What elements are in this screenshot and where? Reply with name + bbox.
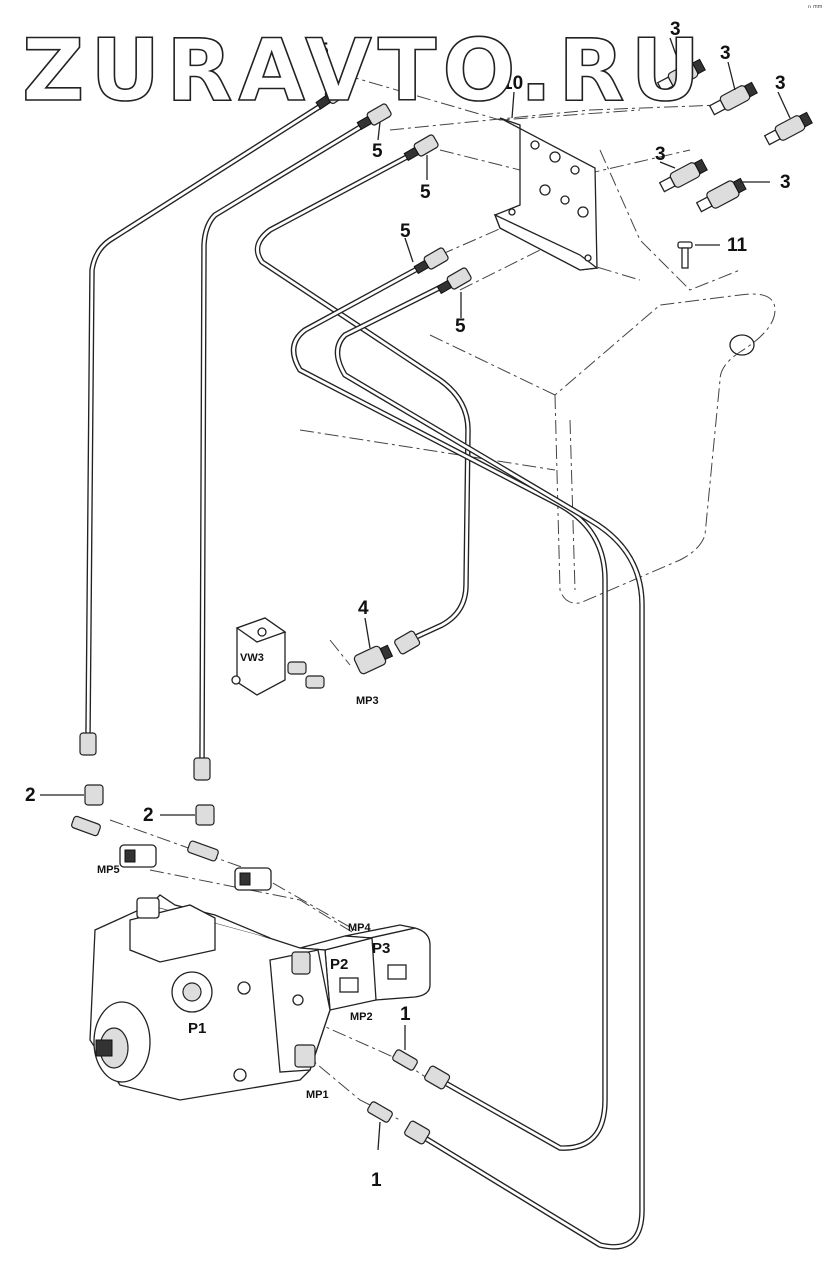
callout-5e: 5 bbox=[455, 316, 466, 337]
center-lines bbox=[109, 74, 741, 1121]
callout-5d: 5 bbox=[400, 221, 411, 242]
callout-5b: 5 bbox=[372, 141, 383, 162]
callout-numbers: 5 5 5 5 5 10 3 3 3 3 3 11 4 2 2 1 1 bbox=[25, 19, 791, 1191]
hose-end-left-b bbox=[193, 757, 211, 781]
hose-end-mp2 bbox=[424, 1065, 451, 1090]
hose-end-mp1 bbox=[404, 1120, 431, 1145]
label-mp4: MP4 bbox=[348, 922, 372, 934]
test-fitting-1a bbox=[392, 1049, 418, 1071]
hose-lines bbox=[85, 97, 645, 1250]
label-mp2: MP2 bbox=[350, 1011, 373, 1023]
hose-end-fittings bbox=[79, 81, 472, 1145]
bolt-11 bbox=[677, 241, 693, 269]
label-p3: P3 bbox=[372, 940, 390, 957]
bulkhead-bracket-10 bbox=[493, 117, 599, 271]
label-vw3: VW3 bbox=[240, 652, 264, 664]
tee-mp4 bbox=[187, 840, 272, 891]
watermark: ZURAVTO.RU bbox=[22, 21, 706, 121]
callout-11: 11 bbox=[727, 235, 748, 256]
callout-3d: 3 bbox=[655, 144, 666, 165]
test-fitting-1b bbox=[367, 1101, 393, 1123]
coupling-3d bbox=[658, 158, 708, 193]
callout-1b: 1 bbox=[371, 1170, 382, 1191]
coupling-3c bbox=[763, 111, 813, 146]
label-p2: P2 bbox=[330, 956, 348, 973]
mounting-support-phantom bbox=[299, 293, 776, 604]
corner-mark: ⁿ ᵐᵐ bbox=[808, 3, 823, 12]
label-p1: P1 bbox=[188, 1020, 206, 1037]
test-coupling-4 bbox=[353, 644, 394, 675]
hose-end-left-a bbox=[79, 732, 97, 756]
hose-fitting-5c bbox=[403, 134, 439, 162]
callout-4: 4 bbox=[358, 598, 369, 619]
label-mp5: MP5 bbox=[97, 864, 120, 876]
callout-3a: 3 bbox=[670, 19, 681, 40]
hose-fitting-5b bbox=[356, 103, 392, 131]
pump-assembly bbox=[89, 894, 431, 1101]
callout-3c: 3 bbox=[775, 73, 786, 94]
hose-fitting-5d bbox=[413, 247, 449, 275]
hose-fitting-5a bbox=[315, 81, 350, 110]
callout-5c: 5 bbox=[420, 182, 431, 203]
hose-fitting-5e bbox=[436, 267, 472, 295]
coupling-3b bbox=[708, 81, 758, 116]
adapter-2b bbox=[195, 804, 215, 826]
leader-lines bbox=[40, 37, 791, 1151]
callout-3b: 3 bbox=[720, 43, 731, 64]
test-fittings-1 bbox=[367, 1049, 418, 1123]
callout-5a: 5 bbox=[318, 40, 329, 61]
valve-block-vw3 bbox=[231, 617, 325, 696]
port-labels: VW3 MP3 MP5 MP4 P3 P2 P1 MP2 MP1 bbox=[97, 652, 390, 1101]
adapter-2a bbox=[84, 784, 104, 806]
callout-2a: 2 bbox=[25, 785, 36, 806]
label-mp3: MP3 bbox=[356, 695, 379, 707]
coupling-3e bbox=[695, 177, 747, 213]
tee-mp5 bbox=[71, 815, 157, 868]
callout-1a: 1 bbox=[400, 1004, 411, 1025]
callout-3e: 3 bbox=[780, 172, 791, 193]
hose-end-mp3 bbox=[394, 630, 421, 655]
callout-2b: 2 bbox=[143, 805, 154, 826]
bulkhead-couplings-3 bbox=[656, 58, 813, 213]
label-mp1: MP1 bbox=[306, 1089, 329, 1101]
coupling-3a bbox=[656, 58, 706, 93]
callout-10: 10 bbox=[502, 73, 523, 94]
adapters-2 bbox=[71, 784, 272, 891]
